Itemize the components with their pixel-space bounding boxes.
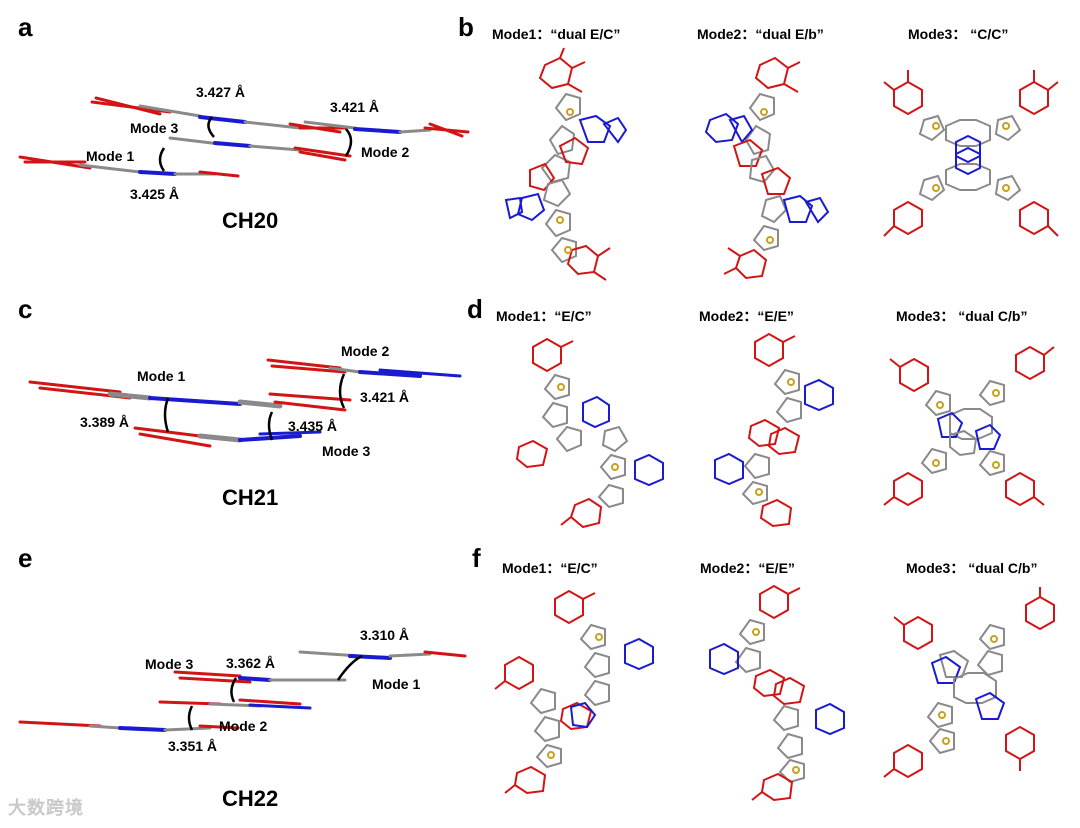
panel-letter-b: b <box>458 12 474 42</box>
mode-title: Mode2：“dual E/b” <box>697 26 824 42</box>
mode-title: Mode1：“E/C” <box>496 308 592 324</box>
distance-label: 3.310 Å <box>360 627 410 643</box>
distance-label: 3.351 Å <box>168 738 218 754</box>
mode-title: Mode2：“E/E” <box>700 560 795 576</box>
distance-label: 3.435 Å <box>288 418 338 434</box>
mode-title: Mode2：“E/E” <box>699 308 794 324</box>
mode-title: Mode1：“E/C” <box>502 560 598 576</box>
mode-label: Mode 3 <box>130 120 179 136</box>
watermark: 大数跨境 <box>8 798 84 819</box>
mode-label: Mode 2 <box>341 343 390 359</box>
molecule-ch22-mode3 <box>883 587 1055 779</box>
distance-label: 3.362 Å <box>226 655 276 671</box>
molecule-ch20-mode2 <box>704 56 830 280</box>
mode-label: Mode 3 <box>145 656 194 672</box>
stacking-diagram-ch22 <box>18 650 467 732</box>
molecule-ch21-mode2 <box>714 332 834 528</box>
distance-label: 3.421 Å <box>360 389 410 405</box>
mode-title: Mode3： “C/C” <box>908 26 1009 42</box>
panel-letter-d: d <box>467 294 483 324</box>
mode-label: Mode 1 <box>86 148 135 164</box>
mode-label: Mode 3 <box>322 443 371 459</box>
distance-label: 3.425 Å <box>130 186 180 202</box>
compound-label-ch22: CH22 <box>222 786 279 811</box>
stacking-diagram-ch20 <box>18 96 470 178</box>
stacking-diagram-ch21 <box>28 358 462 448</box>
molecule-ch20-mode1 <box>504 47 628 281</box>
panel-letter-e: e <box>18 543 33 573</box>
mode-title: Mode3： “dual C/b” <box>906 560 1038 576</box>
compound-label-ch21: CH21 <box>222 485 279 510</box>
mode-title: Mode3： “dual C/b” <box>896 308 1028 324</box>
mode-label: Mode 2 <box>219 718 268 734</box>
molecule-ch21-mode3 <box>883 345 1055 507</box>
mode-label: Mode 2 <box>361 144 410 160</box>
distance-label: 3.421 Å <box>330 99 380 115</box>
molecule-ch20-mode3 <box>883 70 1059 237</box>
mode-label: Mode 1 <box>372 676 421 692</box>
panel-letter-c: c <box>18 294 33 324</box>
panel-letter-a: a <box>18 12 33 42</box>
mode-label: Mode 1 <box>137 368 186 384</box>
distance-label: 3.427 Å <box>196 84 246 100</box>
molecule-ch22-mode1 <box>494 589 654 795</box>
compound-label-ch20: CH20 <box>222 208 279 233</box>
mode-title: Mode1：“dual E/C” <box>492 26 621 42</box>
distance-label: 3.389 Å <box>80 414 130 430</box>
molecule-ch22-mode2 <box>709 584 845 802</box>
molecule-ch21-mode1 <box>515 337 664 529</box>
panel-letter-f: f <box>472 543 481 573</box>
